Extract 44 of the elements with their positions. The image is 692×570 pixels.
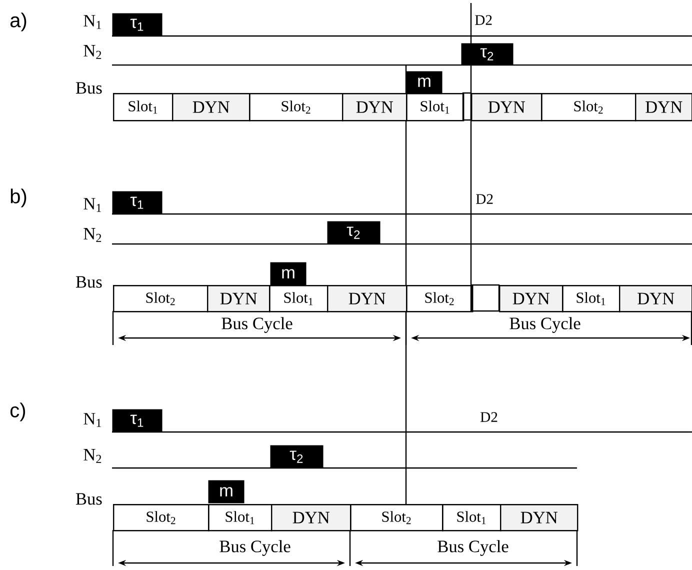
dynamic-segment-cell: DYN — [635, 93, 692, 122]
task-box: m — [208, 480, 244, 504]
deadline-label: D2 — [475, 15, 492, 25]
task-box: τ$_{2}$ — [327, 221, 380, 244]
panel-label: b) — [10, 188, 26, 208]
slot-cell: Slot$_{2}$ — [350, 504, 444, 532]
slot-cell: Slot$_{2}$ — [113, 504, 210, 532]
slot-cell: Slot$_{1}$ — [406, 93, 464, 122]
signal-label: N$_{2}$ — [84, 449, 102, 463]
signal-label: Bus — [76, 276, 102, 288]
slot-cell: Slot$_{2}$ — [541, 93, 636, 122]
dynamic-segment-cell: DYN — [342, 93, 408, 122]
dimension-label: Bus Cycle — [220, 540, 290, 556]
dynamic-segment-cell: DYN — [471, 93, 542, 122]
slot-cell: Slot$_{1}$ — [562, 284, 620, 312]
dynamic-segment-cell: DYN — [499, 284, 564, 312]
task-box: τ$_{1}$ — [112, 191, 162, 214]
deadline-label: D2 — [476, 194, 493, 204]
task-box: τ$_{1}$ — [112, 409, 162, 432]
task-box: m — [270, 262, 306, 286]
signal-label: Bus — [76, 493, 102, 505]
task-box: τ$_{2}$ — [461, 43, 514, 66]
node-label: m — [220, 487, 232, 496]
deadline-label: D2 — [480, 412, 498, 422]
signal-label: N$_{2}$ — [84, 228, 102, 242]
signal-label: Bus — [76, 82, 102, 94]
dynamic-segment-cell: DYN — [500, 504, 578, 532]
slot-cell: Slot$_{2}$ — [406, 284, 474, 312]
dynamic-segment-cell: DYN — [619, 284, 692, 312]
signal-label: N$_{2}$ — [84, 45, 102, 59]
slot-cell: Slot$_{2}$ — [249, 93, 344, 122]
dimension-label: Bus Cycle — [222, 317, 292, 333]
task-box: τ$_{2}$ — [270, 445, 324, 468]
dynamic-segment-cell: DYN — [327, 284, 408, 312]
panel-label: c) — [10, 402, 26, 422]
dynamic-segment-cell: DYN — [271, 504, 352, 532]
dimension-label: Bus Cycle — [438, 540, 508, 556]
task-box: m — [406, 71, 442, 94]
panel-label: a) — [10, 12, 26, 32]
dimension-label: Bus Cycle — [510, 317, 580, 333]
dynamic-segment-cell: DYN — [172, 93, 250, 122]
dynamic-segment-cell: DYN — [207, 284, 270, 312]
task-box: τ$_{1}$ — [112, 13, 162, 36]
slot-cell: Slot$_{2}$ — [113, 284, 208, 312]
